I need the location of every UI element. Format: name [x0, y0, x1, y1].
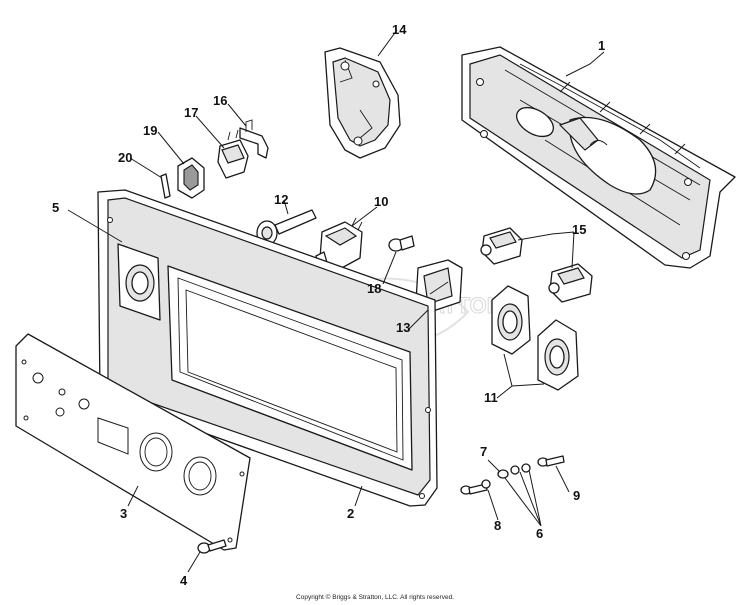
breaker-15-lower [548, 263, 593, 303]
control-panel-2 [97, 189, 438, 507]
indicator-18 [388, 235, 415, 252]
callout-17: 17 [184, 105, 198, 120]
knob-19 [177, 157, 205, 199]
callout-11: 11 [484, 390, 498, 405]
callout-15: 15 [572, 222, 586, 237]
callout-18: 18 [367, 281, 381, 296]
callout-3: 3 [120, 506, 127, 521]
panel-plate-3 [15, 333, 251, 551]
hardware-group [460, 455, 565, 495]
callout-16: 16 [213, 93, 227, 108]
callout-5: 5 [52, 200, 59, 215]
leader-lines [67, 29, 605, 573]
callout-7: 7 [480, 444, 487, 459]
control-box-housing [461, 46, 736, 269]
callout-10: 10 [374, 194, 388, 209]
callout-13: 13 [396, 320, 410, 335]
copyright-notice: Copyright © Briggs & Stratton, LLC. All … [296, 594, 454, 601]
callout-2: 2 [347, 506, 354, 521]
callout-14: 14 [392, 22, 407, 37]
outlet-11-upper [491, 285, 531, 355]
callout-8: 8 [494, 518, 501, 533]
callout-9: 9 [573, 488, 580, 503]
callout-12: 12 [274, 192, 288, 207]
pin-20 [160, 173, 171, 199]
bracket [324, 47, 401, 159]
switch-17 [217, 129, 249, 179]
callout-1: 1 [598, 38, 605, 53]
callout-6: 6 [536, 526, 543, 541]
callout-19: 19 [143, 123, 157, 138]
callout-4: 4 [180, 573, 188, 588]
outlet-11-lower [537, 319, 579, 391]
clip-16 [239, 119, 269, 159]
callout-20: 20 [118, 150, 132, 165]
callout-numbers: 1 2 3 4 5 6 7 8 9 10 11 12 13 14 15 16 1… [52, 22, 605, 588]
breaker-15-upper [480, 227, 523, 265]
screw-4 [197, 539, 227, 554]
